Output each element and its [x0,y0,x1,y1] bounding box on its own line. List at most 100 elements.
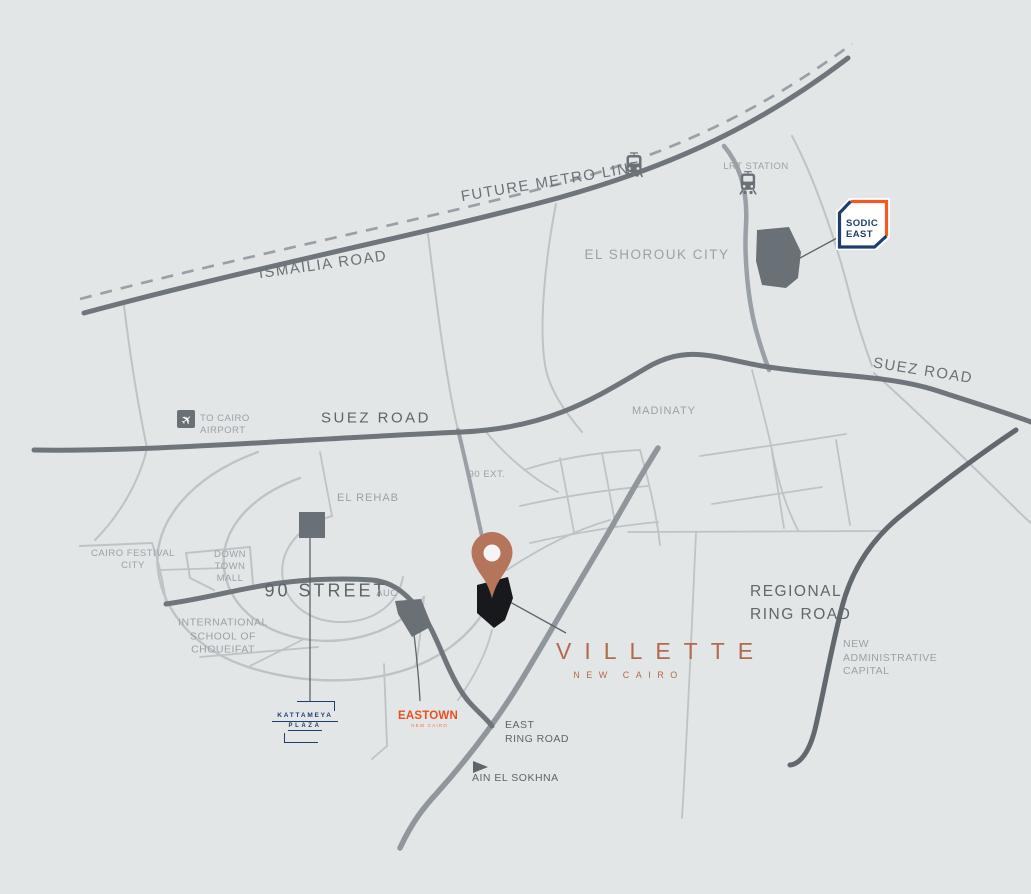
airport-icon-box [177,410,195,428]
lrt-station-label: LRT STATION [723,160,789,172]
cairo-festival-road [79,542,153,547]
villette-logo: VILLETTE NEW CAIRO [556,638,767,681]
el-shorouk-west-road [541,203,583,433]
train-wheel-left [629,173,633,177]
auc-site [395,599,432,637]
train-wheel-right [749,190,753,195]
district-boundary-vertical [681,532,697,819]
villette-site [477,577,513,628]
el-rehab-label: EL REHAB [336,491,400,504]
train-wheel-left [743,190,747,195]
eastown-logo: EASTOWN NEW CAIRO [398,710,458,729]
train-pantograph [630,152,638,155]
new-cairo-ring-inner [281,515,404,624]
to-cairo-airport-label: TO CAIRO AIRPORT [200,413,250,437]
eastown-logo-name: EASTOWN [398,710,458,722]
ring-spoke-west [159,567,225,571]
el-shorouk-city-label: EL SHOROUK CITY [584,247,730,263]
eastown-leader [413,633,421,702]
regional-ring-road-label: REGIONAL RING ROAD [750,583,852,624]
kattameya-bracket-bottom-icon [284,733,318,743]
roads-dark [31,55,1031,768]
regional-ring-road-path [787,427,1019,768]
madinaty-label: MADINATY [631,404,697,417]
pin-northeast-road [506,519,611,571]
madinaty-road-4 [771,451,785,529]
east-ring-road-label: EAST RING ROAD [505,719,570,745]
downtown-boundary-2 [249,546,254,586]
villette-grid-3 [529,521,659,544]
madinaty-road-5 [835,439,851,526]
sodic-east-logo: SODIC EAST [836,198,890,250]
sodic-logo-orange-border [850,199,889,236]
sodic-east-leader [799,237,838,259]
choueifat-label: INTERNATIONAL SCHOOL OF CHOUEIFAT [178,616,268,656]
future-metro-line-path [79,42,853,301]
west-link-road-south [94,447,148,541]
ninety-street-path [163,576,495,729]
downtown-boundary [184,546,251,591]
cairo-festival-city-label: CAIRO FESTIVAL CITY [91,548,175,571]
pin-body [471,532,513,599]
ninety-ext-road-north [427,233,459,431]
suez-road-label-west: SUEZ ROAD [320,409,432,427]
pin-hole [483,544,501,562]
madinaty-road-3 [711,486,823,505]
train-light-right [750,185,754,188]
sodic-east-logo-text: SODIC EAST [846,218,879,240]
villette-grid-4 [559,457,575,533]
location-pin-icon [471,532,513,599]
kattameya-logo-line1: KATTAMEYA [272,712,338,722]
villette-logo-subtitle: NEW CAIRO [573,670,684,680]
ain-el-sokhna-arrow-icon [473,761,488,773]
new-cairo-ring-middle [222,476,426,643]
kattameya-logo-line2: PLAZA [288,723,322,731]
sodic-east-logo-frame [836,198,890,250]
ring-spoke-south [249,638,305,667]
villette-grid-6 [639,449,661,546]
eastown-logo-subtitle: NEW CAIRO [411,722,448,728]
ninety-ext-label: 90 EXT. [468,468,506,480]
villette-logo-name: VILLETTE [556,638,767,664]
sodic-east-site [756,227,801,288]
train-light-left [628,167,632,170]
train-pantograph [744,171,752,174]
villette-grid-1 [523,449,641,471]
train-wheel-right [635,173,639,177]
sodic-logo-navy-border [837,200,888,249]
southeast-boundary [873,372,1031,524]
el-shorouk-boundary [791,135,873,367]
kattameya-bracket-top-icon [297,701,335,711]
new-administrative-capital-label: NEW ADMINISTRATIVE CAPITAL [843,638,938,678]
train-light-left [742,185,746,188]
airport-icon: ✈ [177,410,196,430]
train-light-right [636,167,640,170]
roads-light [79,135,1031,819]
train-window [629,157,639,164]
pin-east-road [485,431,559,493]
kattameya-plaza-site [299,512,325,538]
ring-spoke-north [319,451,333,517]
south-local-road [371,663,388,760]
madinaty-road-1 [751,369,799,531]
ain-el-sokhna-label: AIN EL SOKHNA [472,772,559,784]
ismailia-road-path [81,55,851,316]
map-icons: ✈ [177,152,757,773]
site-shapes [299,227,801,637]
east-ring-road-diagonal [397,445,661,851]
choueifat-road [199,646,319,658]
train-window [743,175,753,182]
kattameya-plaza-logo: KATTAMEYA PLAZA [272,701,338,743]
west-link-road [123,305,148,449]
leader-lines [309,237,838,702]
train-legs [739,189,757,195]
new-cairo-ring-outer [156,450,496,682]
metro-train-icon [624,152,644,178]
district-boundary-horizontal [627,530,887,533]
madinaty-road-2 [699,433,847,457]
ninety-street-label: 90 STREET [264,580,388,601]
down-town-mall-label: DOWN TOWN MALL [213,549,247,584]
suez-road-path [31,351,1031,453]
